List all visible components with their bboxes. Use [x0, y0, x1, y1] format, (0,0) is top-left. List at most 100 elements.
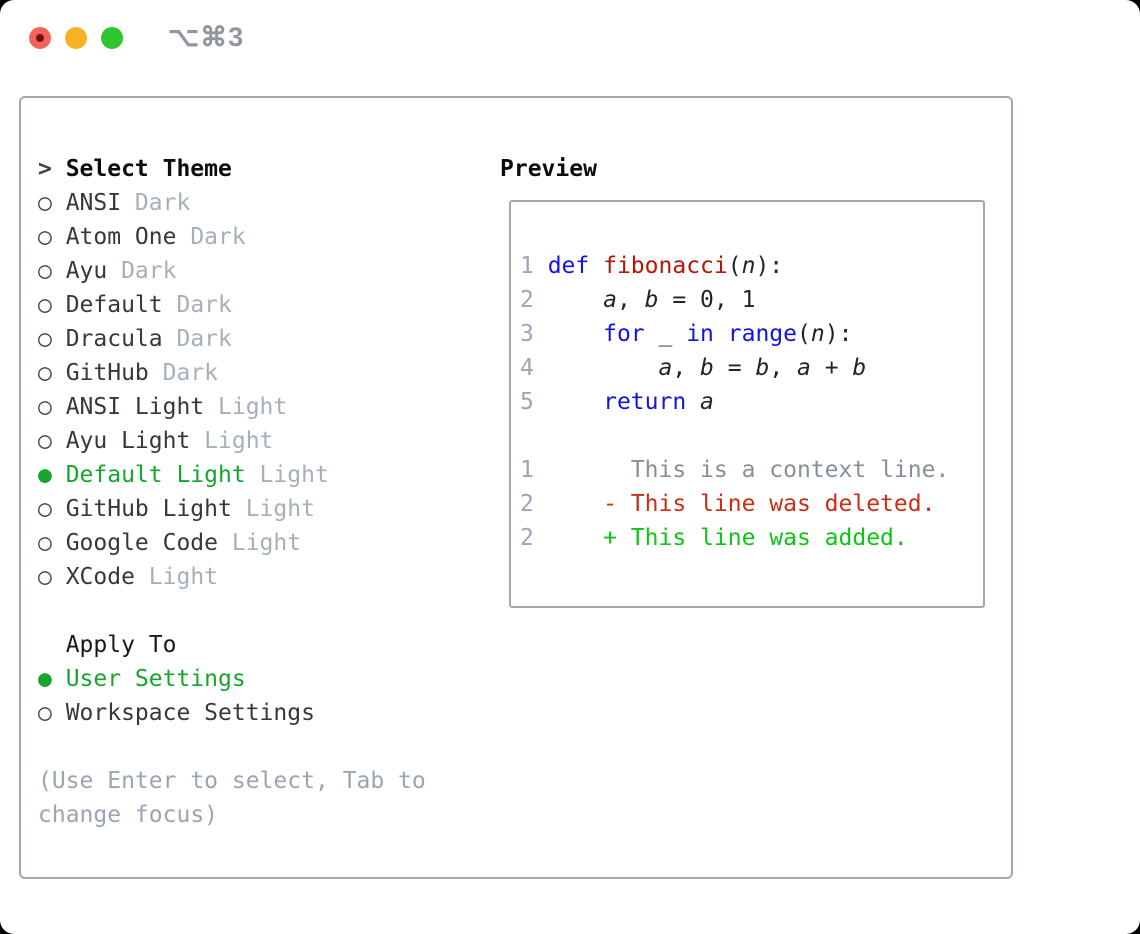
token-del: - This line was deleted. — [547, 491, 936, 517]
theme-variant: Dark — [162, 326, 232, 352]
theme-name: Ayu — [65, 258, 108, 284]
code-line: 4 a, b = b, a + b — [520, 351, 983, 385]
radio-unselected-icon: ○ — [38, 530, 52, 556]
theme-name: Google Code — [65, 530, 219, 556]
preview-title: Preview — [500, 156, 597, 182]
token-plain: _ — [644, 321, 687, 347]
apply-to-label: User Settings — [65, 666, 246, 692]
theme-name: Default Light — [65, 462, 246, 488]
window-controls — [29, 27, 123, 49]
token-plain: , — [672, 355, 701, 381]
theme-item[interactable]: ○Ayu Dark — [38, 254, 474, 288]
theme-name: Default — [65, 292, 163, 318]
theme-name: Dracula — [65, 326, 163, 352]
apply-to-header: Apply To — [65, 632, 177, 658]
token-var: b — [755, 355, 770, 381]
token-ln: 3 — [520, 321, 548, 347]
token-plain: ): — [824, 321, 853, 347]
theme-selector-header: >Select Theme — [38, 152, 474, 186]
token-plain: , — [616, 287, 645, 313]
theme-item[interactable]: ○ GitHub Light Light — [38, 492, 474, 526]
radio-unselected-icon: ○ — [38, 326, 52, 352]
token-var: a — [658, 355, 673, 381]
token-ln: 2 — [520, 525, 548, 551]
theme-item[interactable]: ○ANSI Dark — [38, 186, 474, 220]
theme-item[interactable]: ● Default Light Light — [38, 458, 474, 492]
theme-item[interactable]: ○ ANSI Light Light — [38, 390, 474, 424]
hint-text: (Use Enter to select, Tab to change focu… — [38, 768, 426, 828]
token-var: n — [741, 253, 756, 279]
spacer — [38, 730, 474, 764]
theme-item[interactable]: ○ Ayu Light Light — [38, 424, 474, 458]
theme-selector: >Select Theme ○ANSI Dark ○Atom One Dark … — [38, 152, 474, 832]
theme-item[interactable]: ○ Dracula Dark — [38, 322, 474, 356]
token-fn: fibonacci — [603, 253, 728, 279]
token-ln: 5 — [520, 389, 548, 415]
code-line: 1 def fibonacci(n): — [520, 249, 983, 283]
radio-unselected-icon: ○ — [38, 292, 52, 318]
token-ln: 1 — [520, 457, 548, 483]
token-ln: 4 — [520, 355, 548, 381]
token-kw: return — [603, 389, 687, 415]
theme-variant: Light — [204, 394, 288, 420]
theme-item[interactable]: ○Google Code Light — [38, 526, 474, 560]
theme-name: XCode — [65, 564, 135, 590]
blank-line — [520, 419, 983, 453]
diff-line-added: 2 + This line was added. — [520, 521, 983, 555]
token-var: a — [700, 389, 714, 415]
code-line: 3 for _ in range(n): — [520, 317, 983, 351]
radio-unselected-icon: ○ — [38, 700, 52, 726]
token-add: + This line was added. — [547, 525, 908, 551]
fullscreen-button[interactable] — [101, 27, 123, 49]
theme-item[interactable]: ○ GitHub Dark — [38, 356, 474, 390]
token-var: n — [810, 321, 825, 347]
theme-name: Ayu Light — [65, 428, 191, 454]
theme-item[interactable]: ○XCode Light — [38, 560, 474, 594]
diff-line-deleted: 2 - This line was deleted. — [520, 487, 983, 521]
radio-unselected-icon: ○ — [38, 428, 52, 454]
theme-name: GitHub Light — [65, 496, 232, 522]
token-plain — [548, 389, 603, 415]
token-plain — [714, 321, 728, 347]
theme-variant: Light — [245, 462, 329, 488]
radio-unselected-icon: ○ — [38, 496, 52, 522]
radio-unselected-icon: ○ — [38, 564, 52, 590]
diff-line-context: 1 This is a context line. — [520, 453, 983, 487]
theme-variant: Dark — [176, 224, 246, 250]
theme-variant: Light — [231, 496, 315, 522]
spacer — [38, 594, 474, 628]
token-plain — [548, 355, 659, 381]
theme-item[interactable]: ○ Default Dark — [38, 288, 474, 322]
theme-variant: Dark — [162, 292, 232, 318]
token-kw: for — [603, 321, 645, 347]
code-line: 2 a, b = 0, 1 — [520, 283, 983, 317]
theme-item[interactable]: ○Atom One Dark — [38, 220, 474, 254]
apply-to-label: Workspace Settings — [65, 700, 315, 726]
token-plain — [548, 287, 603, 313]
token-plain: ): — [755, 253, 784, 279]
token-var: a — [603, 287, 617, 313]
theme-variant: Dark — [148, 360, 219, 386]
main-panel: >Select Theme ○ANSI Dark ○Atom One Dark … — [19, 96, 1013, 879]
theme-name: Atom One — [65, 224, 177, 250]
radio-unselected-icon: ○ — [38, 258, 52, 284]
token-var: b — [644, 287, 659, 313]
close-button[interactable] — [29, 27, 51, 49]
apply-to-item[interactable]: ○ Workspace Settings — [38, 696, 474, 730]
token-kw: in — [686, 321, 714, 347]
minimize-button[interactable] — [65, 27, 87, 49]
token-plain — [589, 253, 603, 279]
token-plain: = 0, 1 — [658, 287, 756, 313]
cursor-icon: > — [38, 156, 52, 182]
code-line: 5 return a — [520, 385, 983, 419]
radio-unselected-icon: ○ — [38, 394, 52, 420]
apply-to-item[interactable]: ●User Settings — [38, 662, 474, 696]
theme-variant: Light — [190, 428, 274, 454]
radio-selected-icon: ● — [38, 462, 52, 488]
apply-to-list: ●User Settings ○ Workspace Settings — [38, 662, 474, 730]
theme-name: ANSI Light — [65, 394, 205, 420]
theme-name: GitHub — [65, 360, 149, 386]
radio-unselected-icon: ○ — [38, 360, 52, 386]
token-ln: 1 — [520, 253, 548, 279]
